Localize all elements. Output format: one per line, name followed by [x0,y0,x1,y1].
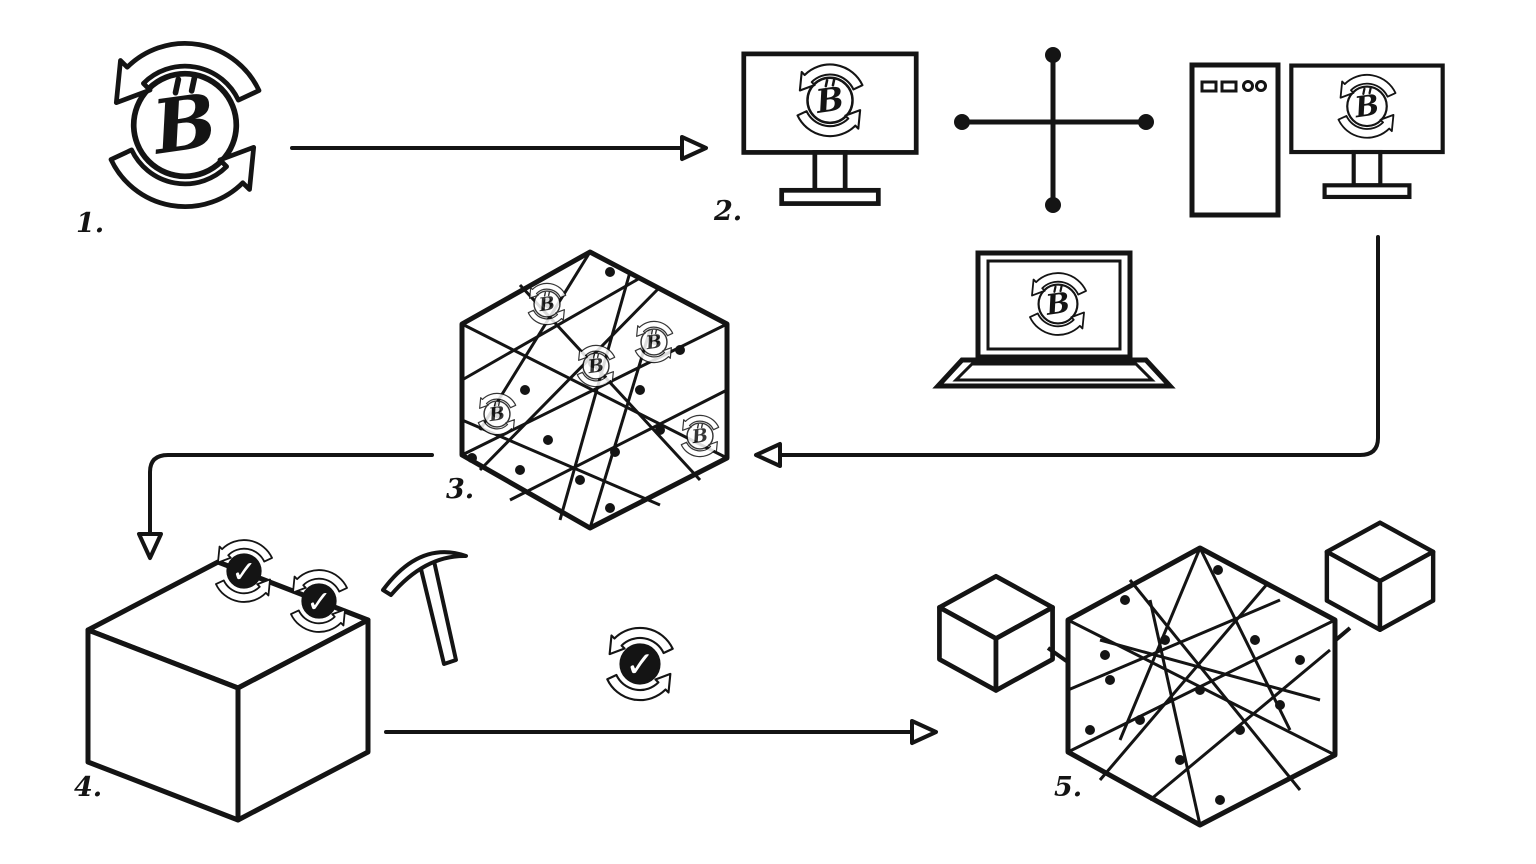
step1-bitcoin-icon [111,43,259,206]
step5-blockchain-network [939,523,1433,828]
step4-label: 4. [74,772,102,803]
step2-monitor-2 [1291,66,1442,197]
desktop-tower-icon [1189,62,1281,218]
laptop-icon [932,250,1176,389]
arrow-step3-to-step4 [137,453,434,560]
arrow-step2-to-step3 [754,235,1380,468]
pickaxe-head [381,550,468,597]
cube-right-face [235,617,371,823]
network-node-icon [954,47,1154,213]
network-dots [1085,565,1305,805]
pickaxe-icon [381,550,468,666]
step3-label: 3. [446,474,474,505]
arrow-step1-to-step2 [290,135,708,161]
bitcoin-icon [1030,273,1086,335]
new-block-cube [1327,523,1433,630]
arrow-step4-to-step5 [384,719,938,745]
step2-monitor-1 [744,54,916,204]
step4-block-cube [85,540,371,823]
step5-label: 5. [1054,772,1082,803]
step3-node-network [459,249,730,531]
network-links [1067,547,1336,826]
step1-label: 1. [76,208,104,239]
new-block-cube [939,576,1052,690]
step2-label: 2. [713,196,742,227]
verified-badge-icon [607,628,672,700]
pickaxe-handle [418,559,458,666]
